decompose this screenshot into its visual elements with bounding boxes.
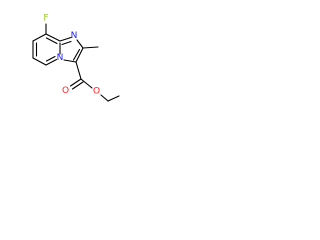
- atom-bridgehead-nitrogen-label: N: [57, 53, 64, 63]
- bond-carbonyl-o-double-2: [71, 81, 84, 90]
- bond-c3-carbonyl: [75, 61, 82, 80]
- bond-c2-c3-inner: [72, 48, 81, 61]
- bond-c8-c7: [32, 33, 47, 42]
- bond-c8a-n1-inner: [61, 40, 72, 46]
- bond-c2-methyl: [82, 46, 99, 49]
- bond-o-ch2: [100, 94, 109, 102]
- bond-ch2-ch3: [107, 95, 120, 102]
- atom-fluorine-label: F: [43, 14, 48, 24]
- bond-carbonyl-o-single: [80, 78, 93, 89]
- atom-ester-oxygen-label: O: [93, 87, 100, 97]
- bond-c8a-c8-inner: [45, 37, 58, 45]
- bond-c5-n4: [45, 58, 58, 66]
- atom-carbonyl-oxygen-label: O: [62, 86, 69, 96]
- bond-c3-n4: [63, 59, 77, 63]
- molecule-structure: F N N O O: [32, 14, 120, 102]
- bond-c2-c3: [75, 47, 84, 63]
- bond-c8a-n1: [59, 36, 72, 42]
- bond-c6-c5: [32, 57, 47, 66]
- bond-carbonyl-o-double-1: [69, 78, 82, 87]
- atom-imidazole-nitrogen-label: N: [71, 31, 78, 41]
- bond-c8a-c8: [45, 33, 61, 42]
- bond-c5-n4-inner: [45, 55, 56, 62]
- bond-n1-c2: [76, 39, 84, 49]
